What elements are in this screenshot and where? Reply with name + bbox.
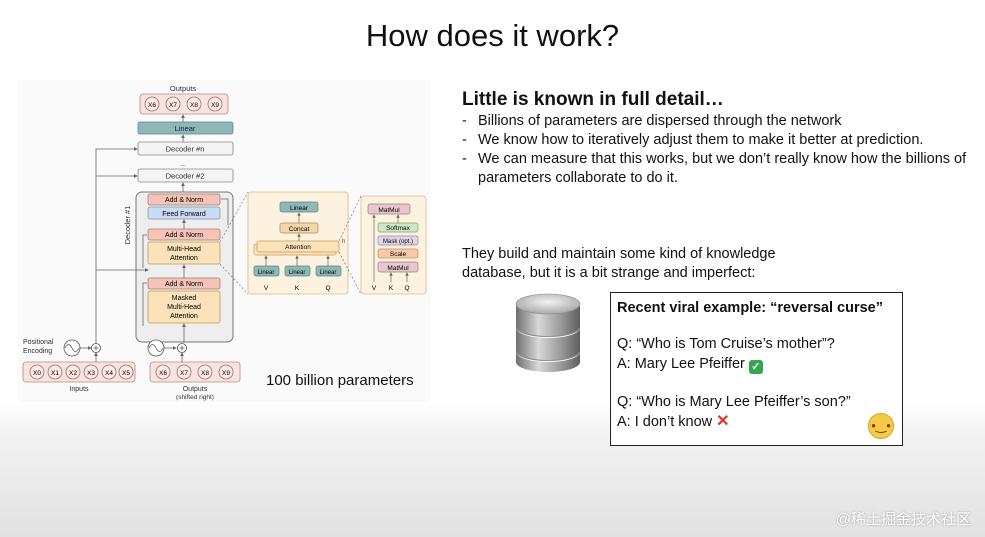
bullet-list: Billions of parameters are dispersed thr… (462, 112, 972, 188)
linear-block (137, 121, 234, 135)
shifted-token-box (149, 361, 241, 383)
question-1: Q: “Who is Tom Cruise’s mother”? (617, 336, 835, 352)
output-token: X7 (169, 102, 177, 109)
input-token: X1 (51, 370, 59, 377)
outputs-bottom-label: Outputs (183, 386, 208, 393)
shifted-token: X7 (180, 370, 188, 377)
output-token: X8 (190, 102, 198, 109)
bullet-item: We know how to iteratively adjust them t… (462, 131, 972, 150)
check-mark-icon: ✓ (748, 360, 763, 374)
mha-detail-k: K (295, 285, 300, 292)
thinking-face-icon: •‿• (868, 413, 894, 439)
shifted-token: X9 (222, 370, 230, 377)
add-norm-label: Add & Norm (165, 281, 203, 288)
decoder-n-block (137, 141, 234, 156)
database-icon (515, 293, 581, 372)
mha-detail-linear: Linear (289, 270, 306, 276)
mha-detail-attention: Attention (285, 244, 311, 251)
mha-detail-linear: Linear (320, 270, 337, 276)
shifted-tokens: X6 X7 X8 X9 (155, 364, 234, 380)
positional-encoding-label: Encoding (23, 348, 52, 355)
reversal-curse-example-box: Recent viral example: “reversal curse” Q… (610, 292, 903, 446)
linear-block (253, 265, 280, 277)
answer-2: A: I don’t know (617, 414, 713, 430)
feed-forward-label: Feed Forward (162, 211, 206, 218)
linear-block (279, 201, 319, 213)
transformer-svg: Outputs X6 X7 X8 X9 Linear Decoder #n ..… (22, 84, 427, 401)
matmul-block (377, 261, 419, 273)
mask-block (377, 235, 419, 246)
output-token: X6 (148, 102, 156, 109)
decoder-2-label: Decoder #2 (166, 172, 205, 181)
sdpa-v: V (372, 285, 377, 292)
matmul-block (367, 203, 411, 215)
mha-detail-v: V (264, 285, 269, 292)
shifted-token: X6 (159, 370, 167, 377)
input-tokens: X0 X1 X2 X3 X4 X5 (29, 364, 134, 380)
input-token: X4 (105, 370, 113, 377)
bullet-item: We can measure that this works, but we d… (462, 150, 972, 188)
parameter-count-label: 100 billion parameters (266, 372, 414, 389)
sdpa-mask: Mask (opt.) (383, 239, 413, 245)
sdpa-k: K (389, 285, 394, 292)
masked-mha-label-line: Masked (172, 295, 197, 302)
slide-title: How does it work? (365, 18, 620, 53)
masked-mha-label-line: Attention (170, 313, 198, 320)
scale-block (377, 248, 419, 259)
bullet-item: Billions of parameters are dispersed thr… (462, 112, 972, 131)
answer-2-row: A: I don’t know ✕ (617, 412, 896, 432)
masked-mha-label-line: Multi-Head (167, 304, 201, 311)
add-norm-label: Add & Norm (165, 197, 203, 204)
outputs-bottom-sublabel: (shifted right) (176, 394, 214, 401)
mha-detail-linear: Linear (258, 270, 275, 276)
linear-block (315, 265, 342, 277)
feed-forward-block (147, 206, 221, 220)
linear-label: Linear (175, 124, 196, 133)
answer-1: A: Mary Lee Pfeiffer (617, 356, 745, 372)
transformer-diagram: Outputs X6 X7 X8 X9 Linear Decoder #n ..… (18, 80, 430, 402)
linear-block (284, 265, 311, 277)
decoder-n-label: Decoder #n (166, 145, 205, 154)
sdpa-scale: Scale (390, 251, 407, 258)
mha-detail-concat: Concat (289, 226, 310, 233)
example-title: Recent viral example: “reversal curse” (617, 300, 883, 316)
output-token: X9 (211, 102, 219, 109)
knowledge-paragraph: They build and maintain some kind of kno… (462, 246, 776, 281)
sdpa-softmax: Softmax (386, 225, 411, 232)
question-2: Q: “Who is Mary Lee Pfeiffer’s son?” (617, 394, 851, 410)
section-heading: Little is known in full detail… (462, 89, 724, 110)
mha-detail-h: h (342, 239, 345, 245)
watermark: @稀土掘金技术社区 (835, 511, 971, 528)
input-token: X2 (69, 370, 77, 377)
output-tokens: X6 X7 X8 X9 (144, 96, 223, 112)
multi-head-attention-block (147, 241, 221, 265)
inputs-label: Inputs (69, 386, 89, 393)
cross-mark-icon: ✕ (716, 413, 730, 430)
output-token-box (139, 93, 229, 115)
shifted-token: X8 (201, 370, 209, 377)
add-norm-label: Add & Norm (165, 232, 203, 239)
masked-mha-block (147, 290, 221, 324)
mha-label-line: Attention (170, 255, 198, 262)
mha-label-line: Multi-Head (167, 246, 201, 253)
sdpa-matmul: MatMul (387, 265, 409, 272)
answer-1-row: A: Mary Lee Pfeiffer ✓ (617, 354, 896, 374)
sdpa-q: Q (404, 285, 409, 292)
positional-encoding-label: Positional (23, 339, 54, 346)
input-token: X0 (33, 370, 41, 377)
input-token: X3 (87, 370, 95, 377)
decoder-dots: ... (180, 159, 186, 168)
decoder-1-label: Decoder #1 (123, 206, 132, 245)
sdpa-matmul: MatMul (378, 207, 400, 214)
decoder-2-block (137, 168, 234, 183)
input-token: X5 (122, 370, 130, 377)
mha-detail-linear: Linear (290, 205, 309, 212)
add-norm-block (147, 193, 221, 206)
mha-detail-q: Q (325, 285, 330, 292)
outputs-top-label: Outputs (170, 84, 197, 93)
